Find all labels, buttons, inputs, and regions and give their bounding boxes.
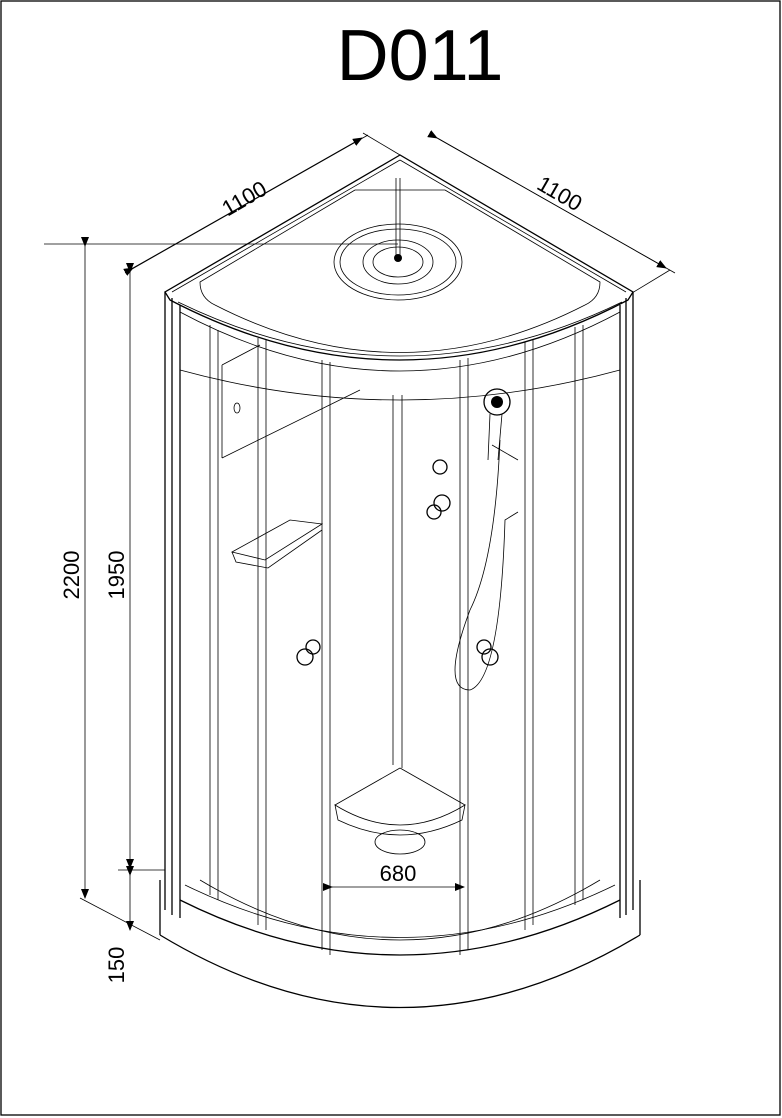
- width-left-label: 1100: [218, 176, 271, 221]
- width-right-label: 1100: [533, 171, 586, 216]
- shower-tray: [159, 767, 641, 1009]
- shelf: [230, 519, 324, 569]
- total-height-label: 2200: [59, 551, 84, 600]
- tray-height-label: 150: [104, 947, 129, 984]
- dimension-door-opening: 680: [323, 861, 465, 891]
- cabin-frame: [164, 292, 634, 956]
- model-title: D011: [337, 16, 504, 96]
- cabin-roof: [164, 154, 634, 372]
- dimension-width-right: 1100: [427, 130, 676, 294]
- glass-door-bars: [209, 325, 584, 955]
- dimension-width-left: 1100: [123, 132, 401, 276]
- shower-fittings: [426, 388, 519, 691]
- cabin-height-label: 1950: [104, 551, 129, 600]
- door-opening-label: 680: [380, 861, 417, 886]
- dimension-heights: 2200 1950 150: [44, 237, 398, 984]
- door-handles: [296, 639, 499, 666]
